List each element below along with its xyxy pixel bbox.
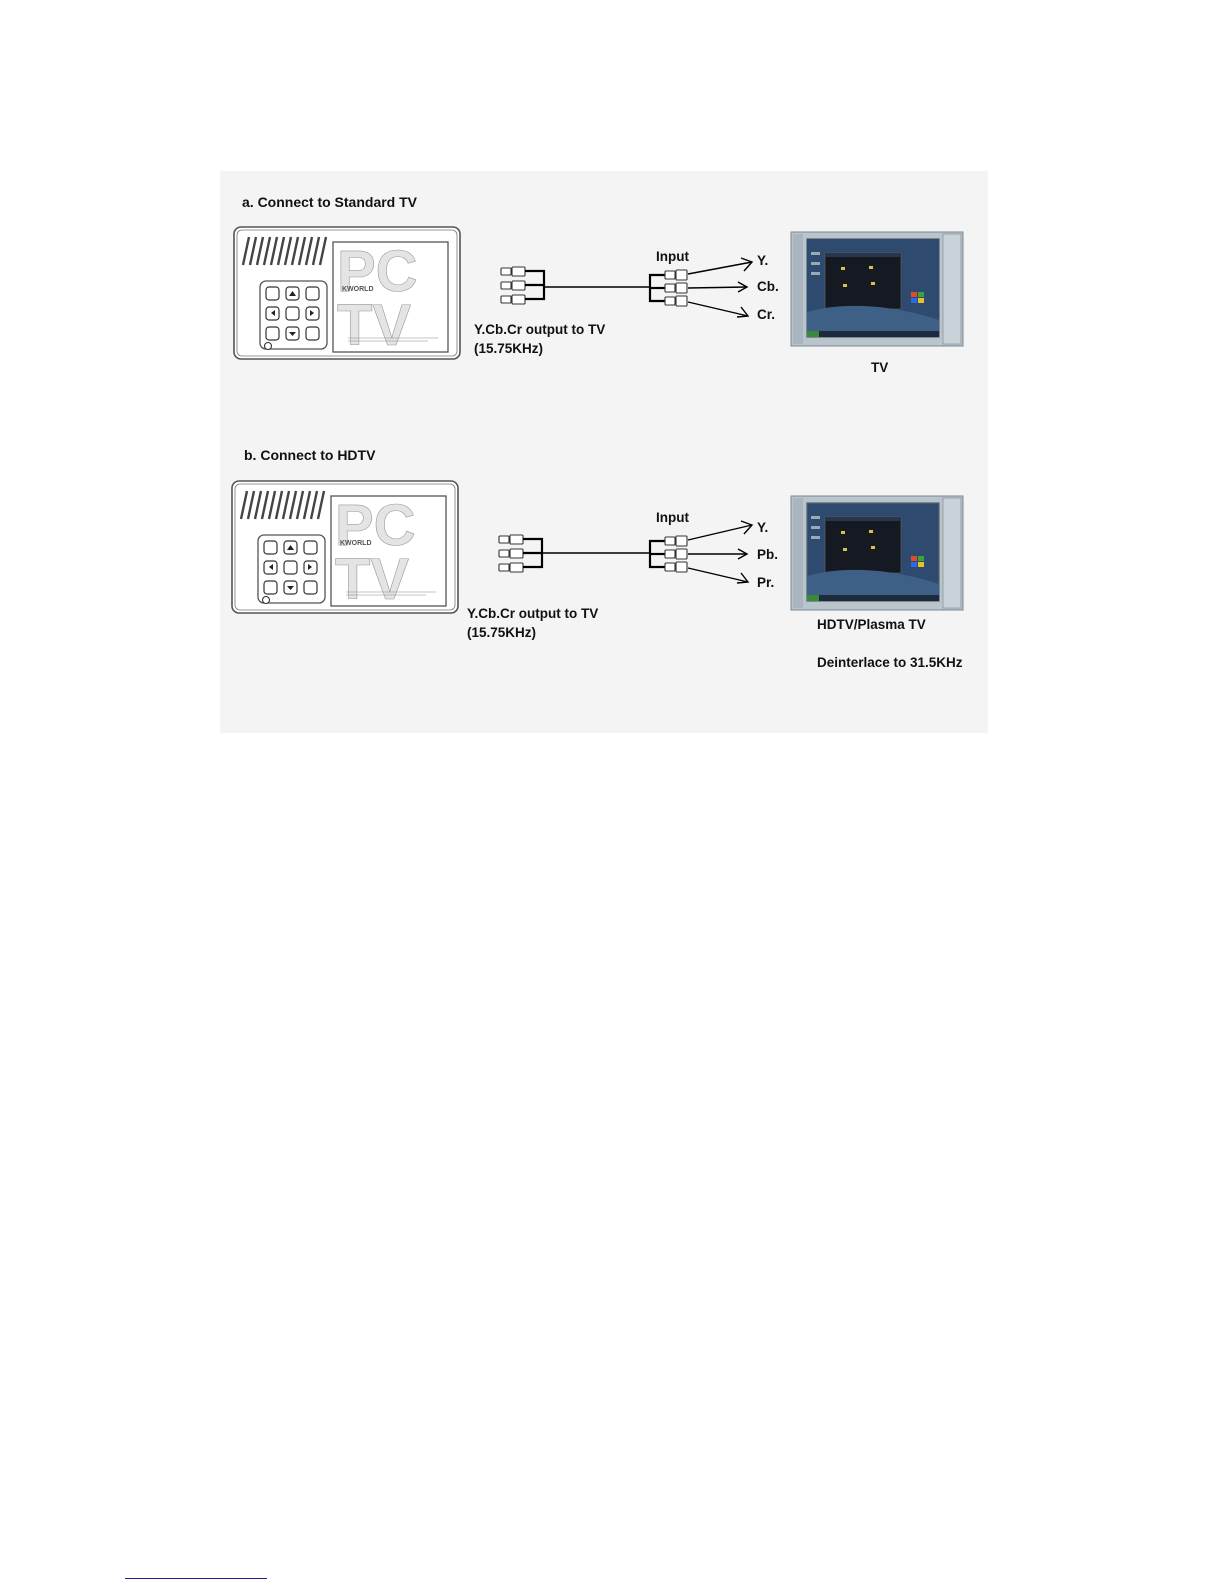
tv-label-b: HDTV/Plasma TV (817, 617, 926, 632)
brand-logo-b: KWORLD (340, 540, 372, 547)
tv-b (791, 496, 963, 610)
tv-label-a: TV (871, 360, 888, 375)
signal-label-a-3: Cr. (757, 307, 775, 322)
output-label-a: Y.Cb.Cr output to TV (15.75KHz) (474, 320, 605, 358)
section-b-title: b. Connect to HDTV (244, 447, 375, 463)
ycbcr-cable-a (490, 262, 760, 322)
brand-logo: KWORLD (342, 286, 374, 293)
output-label-b: Y.Cb.Cr output to TV (15.75KHz) (467, 604, 598, 642)
pctv-logo-bottom: TV (337, 293, 411, 358)
signal-label-a-1: Y. (757, 253, 768, 268)
tv-a (791, 232, 963, 346)
signal-label-b-2: Pb. (757, 547, 778, 562)
pctv-logo-bottom-b: TV (335, 547, 409, 612)
tv-note-b: Deinterlace to 31.5KHz (817, 655, 963, 670)
pctv-device-a: PC TV KWORLD (233, 225, 463, 363)
signal-label-b-3: Pr. (757, 575, 774, 590)
signal-label-a-2: Cb. (757, 279, 779, 294)
footnote-separator (125, 1578, 267, 1579)
input-label-b: Input (656, 508, 689, 527)
signal-label-b-1: Y. (757, 520, 768, 535)
section-a-title: a. Connect to Standard TV (242, 194, 417, 210)
ycbcr-cable-b (488, 530, 758, 590)
input-label-a: Input (656, 247, 689, 266)
pctv-device-b: PC TV KWORLD (231, 479, 461, 617)
